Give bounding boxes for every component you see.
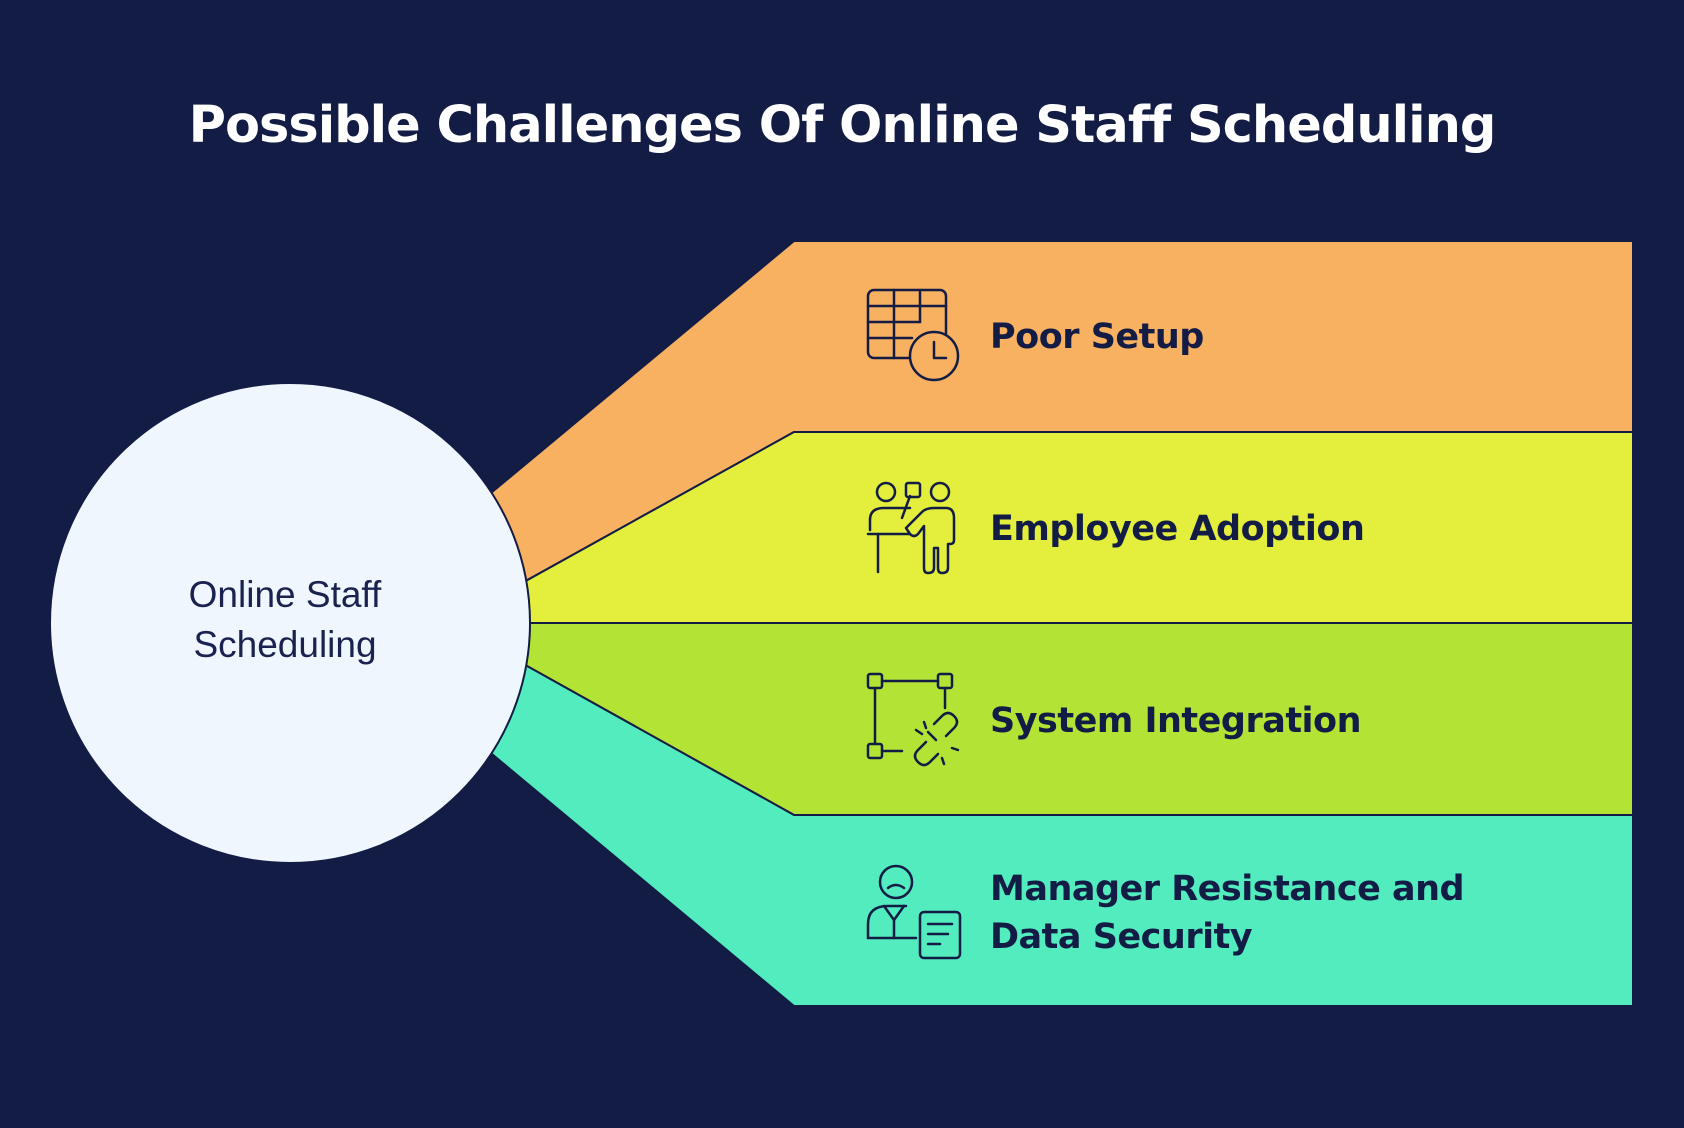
hub-label-line-2: Scheduling bbox=[193, 624, 377, 665]
presenter-icon bbox=[862, 478, 962, 578]
challenge-label-manager-resistance: Manager Resistance and Data Security bbox=[990, 869, 1465, 957]
page-title: Possible Challenges Of Online Staff Sche… bbox=[188, 96, 1497, 155]
hub-circle bbox=[49, 382, 531, 864]
challenge-label-poor-setup: Poor Setup bbox=[990, 317, 1204, 357]
person-document-icon bbox=[862, 862, 962, 962]
broken-link-icon bbox=[862, 670, 962, 770]
hub-label-line-1: Online Staff bbox=[188, 574, 382, 615]
calendar-clock-icon bbox=[862, 286, 962, 386]
challenge-label-system-integration: System Integration bbox=[990, 701, 1362, 741]
hub-label: Online Staff Scheduling bbox=[50, 570, 520, 670]
challenge-label-employee-adoption: Employee Adoption bbox=[990, 509, 1365, 549]
